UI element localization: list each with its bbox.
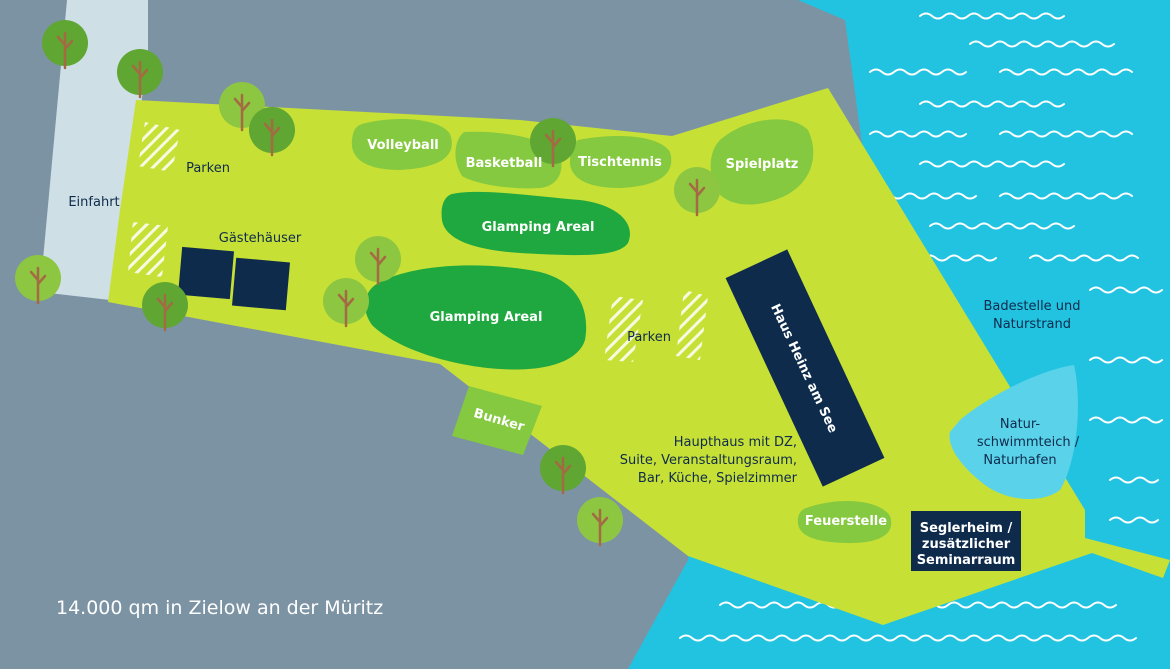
spielplatz-area bbox=[710, 119, 814, 205]
seglerheim-building bbox=[911, 511, 1021, 571]
bunker bbox=[452, 386, 542, 455]
label-naturschwimmteich-3: Naturhafen bbox=[983, 453, 1056, 468]
label-volleyball: Volleyball bbox=[367, 138, 438, 153]
guesthouse-2 bbox=[232, 257, 290, 311]
label-basketball: Basketball bbox=[466, 156, 543, 171]
label-parken-1: Parken bbox=[186, 161, 230, 176]
label-parken-2: Parken bbox=[627, 330, 671, 345]
label-spielplatz: Spielplatz bbox=[726, 157, 799, 172]
tischtennis-area bbox=[570, 136, 672, 188]
feuerstelle-area bbox=[797, 501, 892, 544]
natural-pond bbox=[949, 365, 1078, 500]
label-badestelle-2: Naturstrand bbox=[993, 317, 1071, 332]
label-haupthaus-3: Bar, Küche, Spielzimmer bbox=[638, 471, 798, 486]
label-tischtennis: Tischtennis bbox=[578, 155, 662, 170]
label-seglerheim-2: zusätzlicher bbox=[922, 537, 1011, 552]
label-feuerstelle: Feuerstelle bbox=[805, 514, 887, 529]
guesthouse-1 bbox=[178, 246, 234, 300]
label-haupthaus-2: Suite, Veranstaltungsraum, bbox=[620, 453, 797, 468]
label-seglerheim-1: Seglerheim / bbox=[920, 521, 1013, 536]
label-badestelle-1: Badestelle und bbox=[983, 299, 1080, 314]
haus-heinz-building bbox=[725, 249, 885, 487]
map-title: 14.000 qm in Zielow an der Müritz bbox=[56, 597, 384, 619]
parking-hatch bbox=[128, 122, 708, 362]
label-naturschwimmteich-2: schwimmteich / bbox=[977, 435, 1080, 450]
label-gaestehaeuser: Gästehäuser bbox=[219, 231, 302, 246]
label-einfahrt: Einfahrt bbox=[68, 195, 119, 210]
label-glamping-1: Glamping Areal bbox=[482, 220, 595, 235]
label-haupthaus-1: Haupthaus mit DZ, bbox=[674, 435, 797, 450]
label-seglerheim-3: Seminarraum bbox=[917, 553, 1016, 568]
glamping-area-1 bbox=[441, 191, 630, 256]
glamping-area-2 bbox=[365, 265, 587, 370]
label-naturschwimmteich-1: Natur- bbox=[1000, 417, 1041, 432]
property-area bbox=[108, 88, 1170, 625]
label-glamping-2: Glamping Areal bbox=[430, 310, 543, 325]
volleyball-field bbox=[351, 118, 452, 170]
